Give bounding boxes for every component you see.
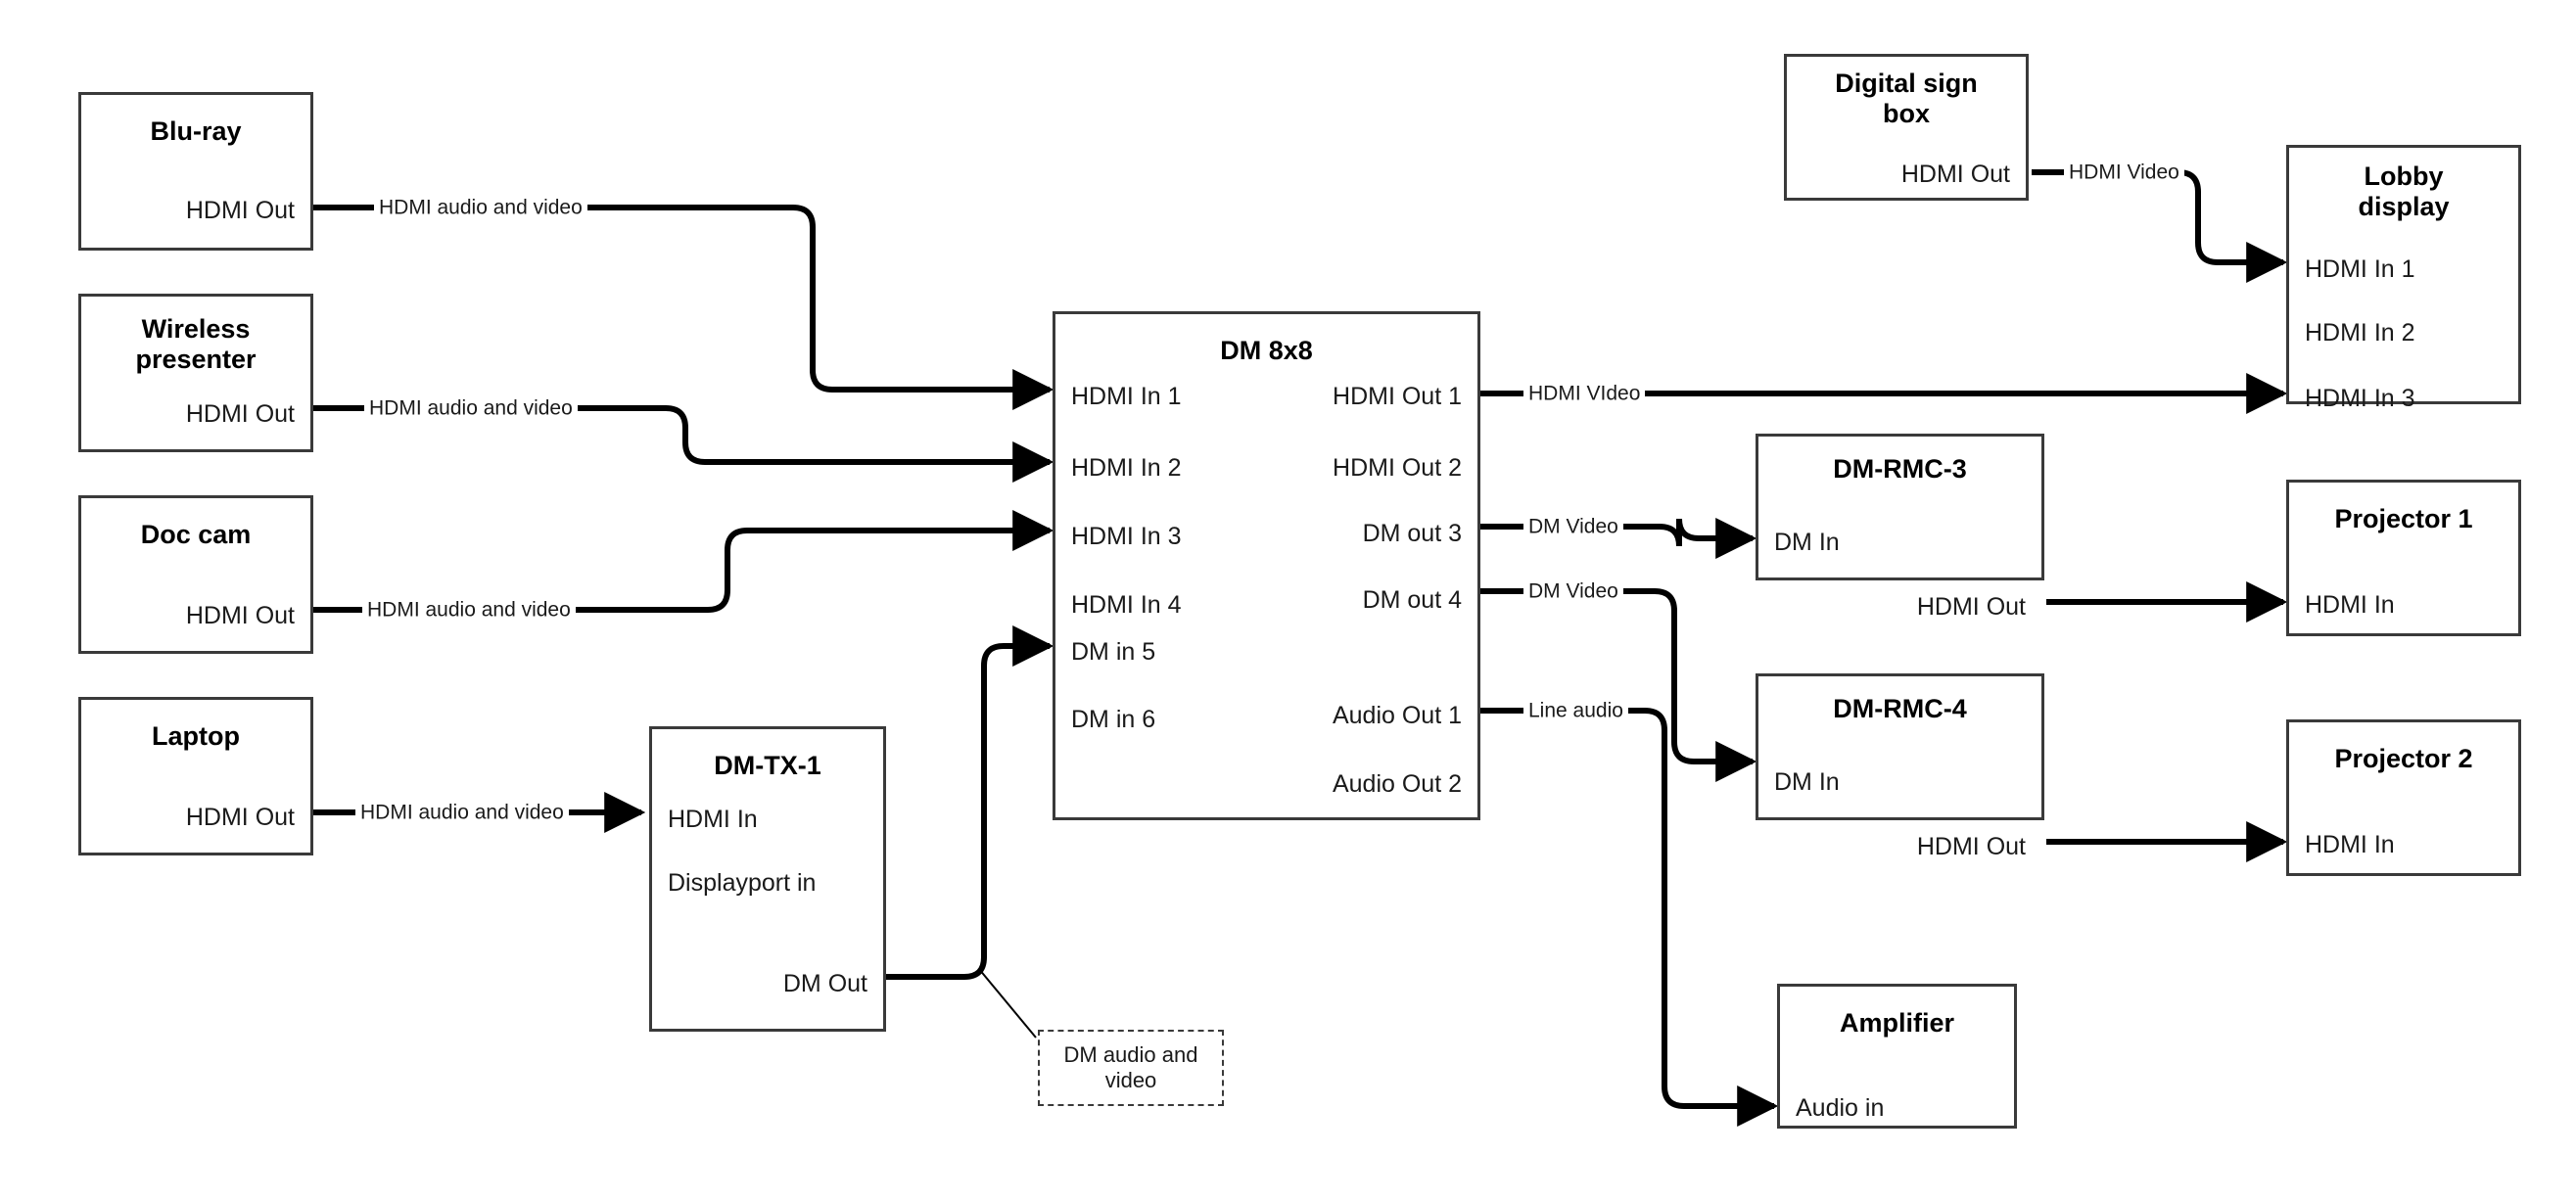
node-dm-8x8-title: DM 8x8 (1220, 336, 1313, 365)
node-dm-rmc-4-port-dm-in[interactable]: DM In (1774, 768, 1840, 796)
wire-label-audioout1-to-amp: Line audio (1523, 700, 1628, 721)
node-digital-sign-box-frame[interactable]: Digital sign box HDMI Out (1784, 54, 2029, 201)
node-dm-8x8-port-hdmi-in-4[interactable]: HDMI In 4 (1071, 591, 1182, 619)
node-dm-rmc-3[interactable]: DM-RMC-3 DM In HDMI Out (1756, 434, 2044, 620)
node-amplifier-port-audio-in[interactable]: Audio in (1796, 1094, 1885, 1122)
node-doc-cam[interactable]: Doc cam HDMI Out (78, 495, 313, 654)
node-dm-8x8-port-dm-in-6[interactable]: DM in 6 (1071, 706, 1156, 733)
node-dm-8x8[interactable]: DM 8x8 HDMI In 1 HDMI In 2 HDMI In 3 HDM… (1053, 311, 1480, 820)
wire-label-dmout4-to-rmc4: DM Video (1523, 580, 1623, 602)
node-wireless-presenter-title: Wireless presenter (135, 314, 257, 375)
node-laptop-title: Laptop (152, 721, 240, 751)
node-laptop-port-hdmi-out[interactable]: HDMI Out (185, 804, 295, 831)
node-digital-sign-box-port-hdmi-out[interactable]: HDMI Out (1900, 161, 2010, 188)
node-dm-8x8-port-audio-out-1[interactable]: Audio Out 1 (1332, 702, 1462, 729)
node-bluray[interactable]: Blu-ray HDMI Out (78, 92, 313, 251)
wire-label-doccam-to-in3: HDMI audio and video (362, 599, 576, 621)
node-lobby-display-port-hdmi-in-1[interactable]: HDMI In 1 (2305, 255, 2415, 283)
node-projector-1[interactable]: Projector 1 HDMI In (2286, 480, 2521, 636)
node-projector-2-title: Projector 2 (2334, 744, 2473, 773)
wire-dmtx1-to-dm-in5 (886, 625, 1054, 980)
node-lobby-display-port-hdmi-in-2[interactable]: HDMI In 2 (2305, 319, 2415, 346)
node-bluray-port-hdmi-out[interactable]: HDMI Out (185, 197, 295, 224)
node-projector-1-title: Projector 1 (2334, 504, 2473, 533)
node-dm-rmc-3-port-dm-in[interactable]: DM In (1774, 529, 1840, 556)
node-dm-8x8-port-dm-out-3[interactable]: DM out 3 (1362, 520, 1462, 547)
node-projector-2-port-hdmi-in[interactable]: HDMI In (2305, 831, 2395, 858)
node-dm-tx-1-port-hdmi-in[interactable]: HDMI In (668, 806, 758, 833)
node-dm-8x8-port-hdmi-out-2[interactable]: HDMI Out 2 (1333, 454, 1462, 482)
node-bluray-title: Blu-ray (150, 116, 242, 146)
node-dm-8x8-port-hdmi-out-1[interactable]: HDMI Out 1 (1333, 383, 1462, 410)
node-projector-1-port-hdmi-in[interactable]: HDMI In (2305, 591, 2395, 619)
node-dm-tx-1-port-dm-out[interactable]: DM Out (782, 970, 867, 997)
node-amplifier-title: Amplifier (1839, 1008, 1955, 1038)
wire-label-laptop-to-dmtx1: HDMI audio and video (355, 802, 569, 823)
wire-audioout1-to-amp (1480, 708, 1779, 1127)
wire-label-dmout3-to-rmc3: DM Video (1523, 516, 1623, 537)
node-amplifier[interactable]: Amplifier Audio in (1777, 984, 2017, 1129)
node-dm-8x8-port-hdmi-in-2[interactable]: HDMI In 2 (1071, 454, 1182, 482)
node-dm-rmc-4-port-hdmi-out[interactable]: HDMI Out (1916, 833, 2026, 860)
node-lobby-display-title: Lobby display (2358, 162, 2450, 222)
callout-leader-line (978, 968, 1037, 1039)
node-dm-rmc-4-title: DM-RMC-4 (1833, 694, 1967, 723)
node-lobby-display-port-hdmi-in-3[interactable]: HDMI In 3 (2305, 385, 2415, 412)
wire-bluray-to-hdmi-in1 (313, 205, 1054, 410)
wire-label-sign-to-lobby: HDMI Video (2064, 162, 2184, 183)
node-dm-8x8-port-audio-out-2[interactable]: Audio Out 2 (1332, 770, 1462, 798)
node-dm-tx-1-port-displayport-in[interactable]: Displayport in (668, 869, 817, 897)
node-projector-2[interactable]: Projector 2 HDMI In (2286, 719, 2521, 876)
node-dm-8x8-port-hdmi-in-3[interactable]: HDMI In 3 (1071, 523, 1182, 550)
wire-label-hdmiout1-to-lobby: HDMI VIdeo (1523, 383, 1646, 404)
node-dm-rmc-3-title: DM-RMC-3 (1833, 454, 1967, 484)
node-dm-rmc-4[interactable]: DM-RMC-4 DM In HDMI Out (1756, 673, 2044, 859)
wire-label-wireless-to-in2: HDMI audio and video (364, 397, 578, 419)
node-dm-tx-1-title: DM-TX-1 (714, 751, 821, 780)
callout-dm-audio-and-video: DM audio and video (1038, 1030, 1224, 1106)
node-dm-8x8-port-dm-out-4[interactable]: DM out 4 (1362, 586, 1462, 614)
node-doc-cam-title: Doc cam (140, 520, 252, 549)
node-wireless-presenter-port-hdmi-out[interactable]: HDMI Out (185, 400, 295, 428)
node-doc-cam-port-hdmi-out[interactable]: HDMI Out (185, 602, 295, 629)
node-dm-tx-1[interactable]: DM-TX-1 HDMI In Displayport in DM Out (649, 726, 886, 1032)
node-dm-8x8-port-dm-in-5[interactable]: DM in 5 (1071, 638, 1156, 666)
node-wireless-presenter[interactable]: Wireless presenter HDMI Out (78, 294, 313, 452)
wire-sign-to-lobby-in1 (2032, 169, 2288, 283)
wire-dmout4-to-rmc4 (1480, 588, 1757, 782)
node-dm-8x8-port-hdmi-in-1[interactable]: HDMI In 1 (1071, 383, 1182, 410)
node-laptop[interactable]: Laptop HDMI Out (78, 697, 313, 855)
node-dm-rmc-3-port-hdmi-out[interactable]: HDMI Out (1916, 593, 2026, 621)
node-lobby-display[interactable]: Lobby display HDMI In 1 HDMI In 2 HDMI I… (2286, 145, 2521, 411)
wire-label-bluray-to-in1: HDMI audio and video (374, 197, 587, 218)
node-digital-sign-box-title: Digital sign box (1835, 69, 1978, 129)
